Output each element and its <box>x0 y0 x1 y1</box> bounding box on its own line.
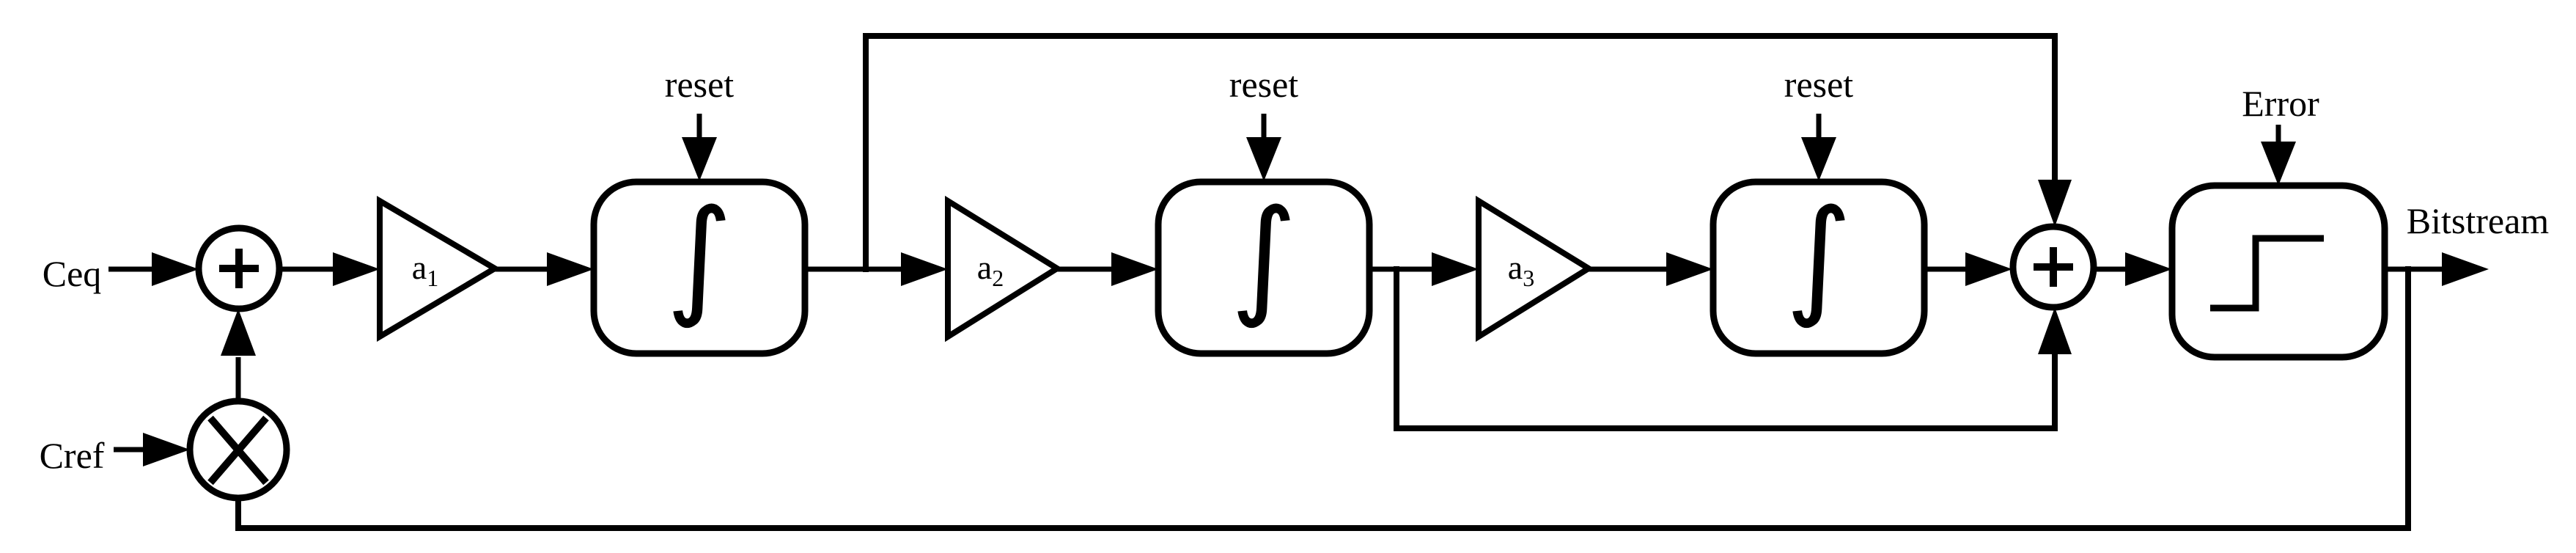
arrowhead-down-icon <box>682 137 717 181</box>
output-adder <box>2009 223 2097 311</box>
arrowhead-right-icon <box>2125 252 2172 286</box>
arrowhead-right-icon <box>1965 252 2012 286</box>
reset-label: reset <box>1229 64 1298 105</box>
wire <box>235 266 2411 531</box>
arrowhead-right-icon <box>2442 252 2489 286</box>
gain-a3: a3 <box>1476 195 1594 343</box>
wire-a1-to-integrator1 <box>495 252 594 286</box>
integrator-3: ∫ <box>1710 178 1928 357</box>
input-adder <box>195 224 283 312</box>
reset-input-3: reset <box>1784 64 1853 181</box>
error-label: Error <box>2242 83 2319 124</box>
integral-symbol: ∫ <box>1230 183 1297 332</box>
integral-symbol: ∫ <box>1785 183 1852 332</box>
gain-a2-label: a2 <box>977 249 1004 291</box>
reset-label: reset <box>1784 64 1853 105</box>
feedforward-middle-wire <box>1394 266 2072 431</box>
plus-icon <box>219 249 259 288</box>
integrator-2: ∫ <box>1155 178 1373 357</box>
feedforward-top-wire <box>863 33 2072 272</box>
plus-icon <box>2034 247 2073 287</box>
gain-a1-label: a1 <box>412 249 438 291</box>
output-bitstream: Bitstream <box>2385 200 2549 286</box>
wire-multiplier-to-adder <box>221 309 256 401</box>
arrowhead-right-icon <box>333 252 380 286</box>
wire-adder-to-comparator <box>2094 252 2172 286</box>
gain-a2: a2 <box>945 195 1063 343</box>
comparator-block <box>2168 182 2388 361</box>
wire <box>1394 266 2058 431</box>
integral-symbol: ∫ <box>666 183 732 332</box>
arrowhead-right-icon <box>152 252 199 286</box>
arrowhead-down-icon <box>1246 137 1281 181</box>
comparator <box>2168 182 2388 361</box>
arrowhead-down-icon <box>1801 137 1836 181</box>
gain-a1: a1 <box>377 196 501 343</box>
cref-label: Cref <box>40 435 105 476</box>
gain-triangle <box>945 195 1063 343</box>
arrowhead-right-icon <box>143 433 190 466</box>
wire-adder-to-a1 <box>279 252 380 286</box>
arrowhead-down-icon <box>2038 180 2072 227</box>
arrowhead-right-icon <box>1666 252 1713 286</box>
gain-triangle <box>377 196 501 343</box>
wire-integrator3-to-adder <box>1924 252 2012 286</box>
arrowhead-up-icon <box>221 309 256 356</box>
multiplier <box>186 398 290 502</box>
arrowhead-up-icon <box>2038 307 2072 354</box>
reset-label: reset <box>665 64 734 105</box>
error-input: Error <box>2242 83 2319 186</box>
arrowhead-down-icon <box>2261 142 2296 186</box>
input-cref: Cref <box>40 433 190 476</box>
wire-integrator1-to-a2 <box>805 252 948 286</box>
integrator-1: ∫ <box>590 178 809 357</box>
multiply-icon <box>207 415 269 486</box>
wire <box>863 33 2058 272</box>
arrowhead-right-icon <box>1432 252 1479 286</box>
arrowhead-right-icon <box>1111 252 1158 286</box>
wire-a2-to-integrator2 <box>1057 252 1158 286</box>
step-function-icon <box>2210 235 2324 312</box>
ceq-label: Ceq <box>43 253 102 294</box>
gain-triangle <box>1476 195 1594 343</box>
reset-input-2: reset <box>1229 64 1298 181</box>
wire-integrator2-to-a3 <box>1369 252 1479 286</box>
feedback-bottom-wire <box>235 266 2411 531</box>
wire-a3-to-integrator3 <box>1589 252 1713 286</box>
gain-a3-label: a3 <box>1508 249 1534 291</box>
input-ceq: Ceq <box>43 252 199 294</box>
reset-input-1: reset <box>665 64 734 181</box>
arrowhead-right-icon <box>547 252 594 286</box>
arrowhead-right-icon <box>901 252 948 286</box>
bitstream-label: Bitstream <box>2407 200 2550 241</box>
